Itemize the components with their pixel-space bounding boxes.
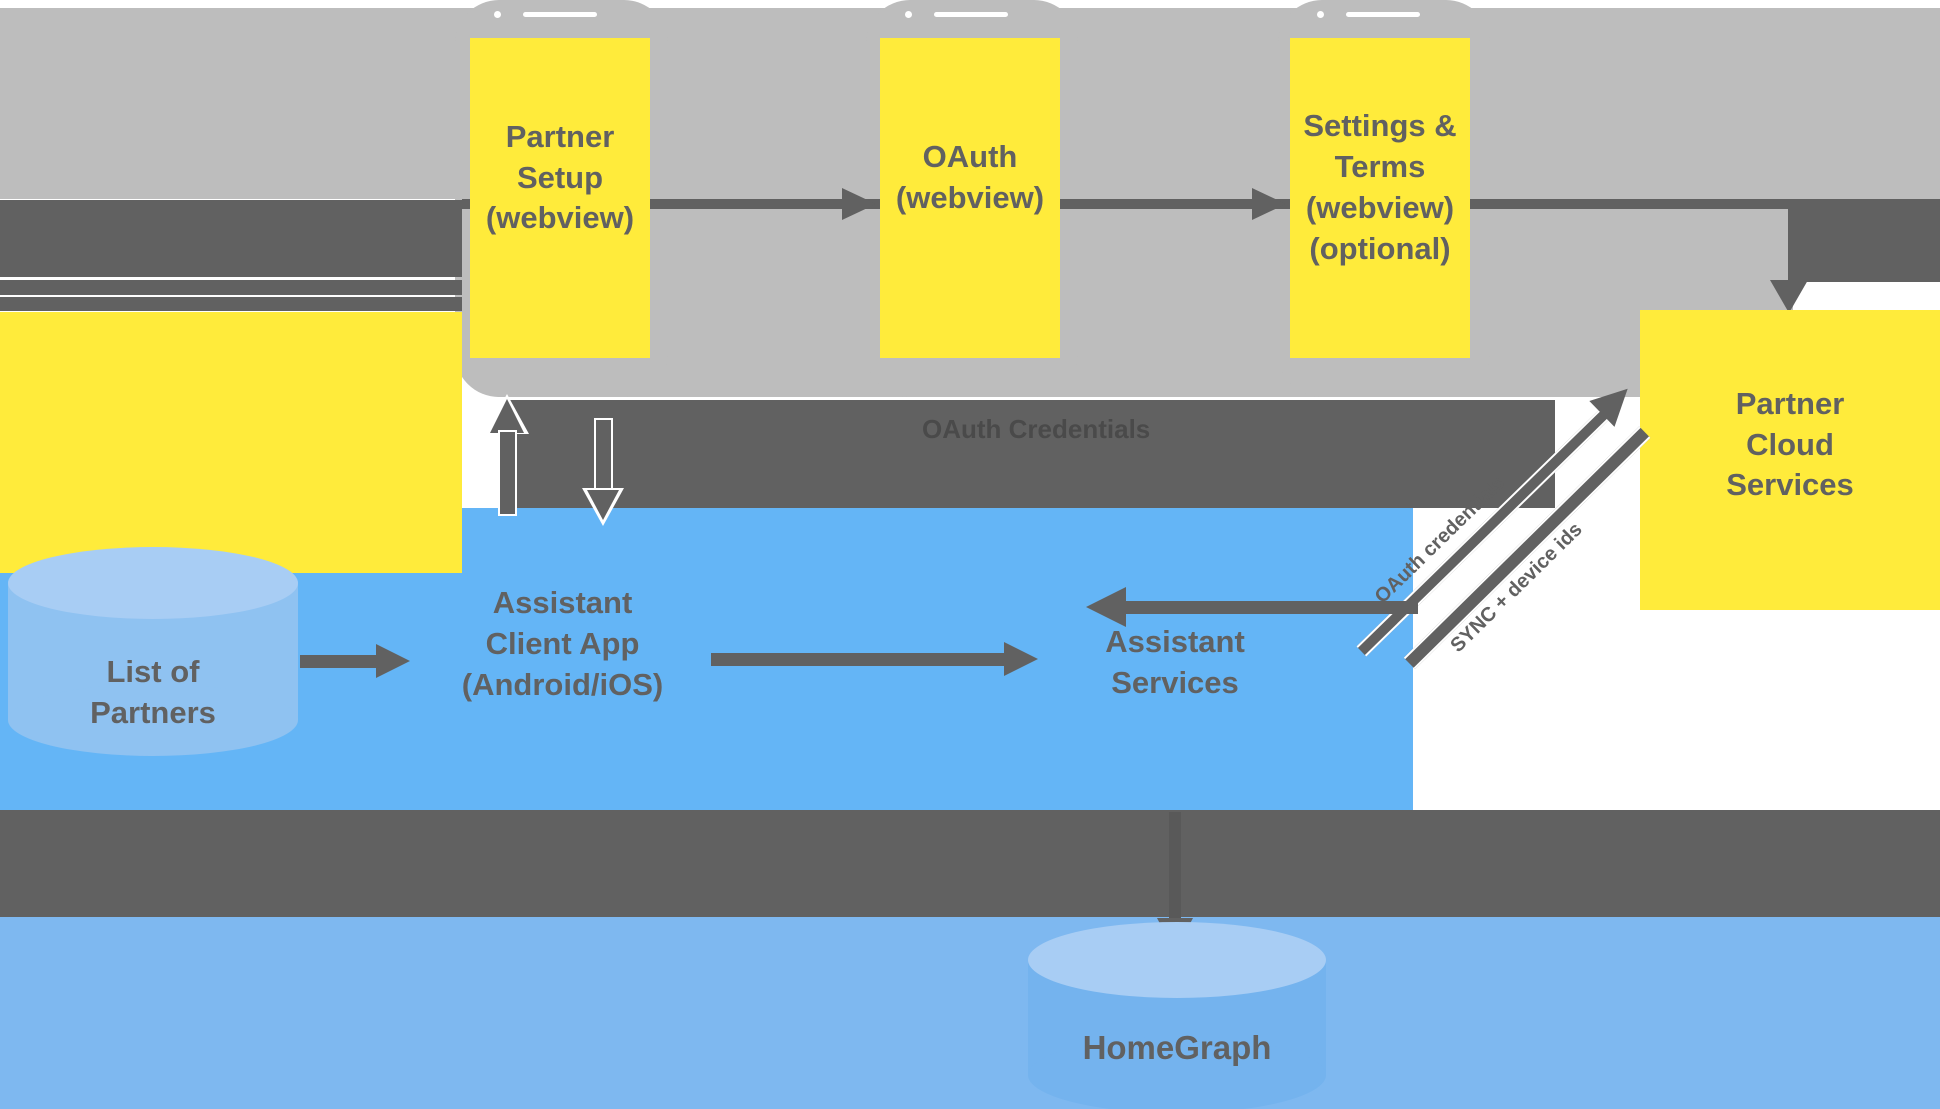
client-to-services-arrowhead bbox=[1004, 642, 1038, 676]
webview-flow-line bbox=[462, 199, 1940, 209]
services-to-homegraph-shaft bbox=[1169, 812, 1181, 920]
left-partner-box bbox=[0, 312, 462, 573]
list-of-partners-cylinder-top bbox=[8, 547, 298, 619]
flow-corner-block bbox=[1788, 199, 1940, 282]
bottom-dark-band bbox=[0, 810, 1940, 917]
client-to-services-arrow-shaft bbox=[711, 653, 1007, 666]
oauth-credentials-band bbox=[505, 400, 1555, 508]
assistant-client-app-label: Assistant Client App (Android/iOS) bbox=[461, 585, 664, 702]
partners-to-client-arrow-shaft bbox=[300, 655, 378, 668]
partner-cloud-services-box: Partner Cloud Services bbox=[1640, 310, 1940, 610]
launch-webview-arrow-shaft bbox=[498, 430, 517, 516]
credentials-return-arrowhead bbox=[587, 490, 619, 520]
settings-terms-webview-label: Settings & Terms (webview) (optional) bbox=[1303, 108, 1457, 266]
device-ids-return-shaft bbox=[1126, 601, 1418, 614]
speaker-slit-icon bbox=[523, 12, 597, 17]
left-return-band-1 bbox=[0, 280, 462, 295]
oauth-webview-label: OAuth (webview) bbox=[895, 139, 1045, 215]
oauth-credentials-label: OAuth Credentials bbox=[922, 414, 1151, 444]
oauth-webview-box: OAuth (webview) bbox=[880, 38, 1060, 358]
assistant-services-label: Assistant Services bbox=[1105, 624, 1245, 700]
credentials-return-arrow-shaft bbox=[594, 418, 613, 496]
arrowhead-to-settings bbox=[1252, 188, 1286, 220]
partner-cloud-services-label: Partner Cloud Services bbox=[1726, 385, 1854, 503]
homegraph-cylinder-top bbox=[1028, 922, 1326, 998]
bottom-blue-band bbox=[0, 917, 1940, 1109]
homegraph-cylinder-bottom bbox=[1028, 1037, 1326, 1109]
list-of-partners-cylinder-bottom bbox=[8, 684, 298, 756]
partner-setup-webview-box: Partner Setup (webview) bbox=[470, 38, 650, 358]
left-flow-band-thick bbox=[0, 200, 462, 277]
device-ids-return-arrowhead bbox=[1086, 587, 1126, 627]
partner-setup-webview-label: Partner Setup (webview) bbox=[485, 118, 635, 236]
homegraph-label: HomeGraph bbox=[1082, 1029, 1272, 1066]
arrowhead-to-partner-cloud bbox=[1770, 280, 1808, 313]
list-of-partners-label: List of Partners bbox=[90, 654, 216, 730]
speaker-slit-icon bbox=[934, 12, 1008, 17]
launch-webview-arrowhead bbox=[490, 399, 524, 433]
settings-terms-webview-box: Settings & Terms (webview) (optional) bbox=[1290, 38, 1470, 358]
partners-to-client-arrowhead bbox=[376, 644, 410, 678]
speaker-slit-icon bbox=[1346, 12, 1420, 17]
left-return-band-2 bbox=[0, 297, 462, 311]
camera-dot-icon bbox=[1317, 11, 1324, 18]
camera-dot-icon bbox=[905, 11, 912, 18]
arrowhead-to-oauth bbox=[842, 188, 876, 220]
camera-dot-icon bbox=[494, 11, 501, 18]
